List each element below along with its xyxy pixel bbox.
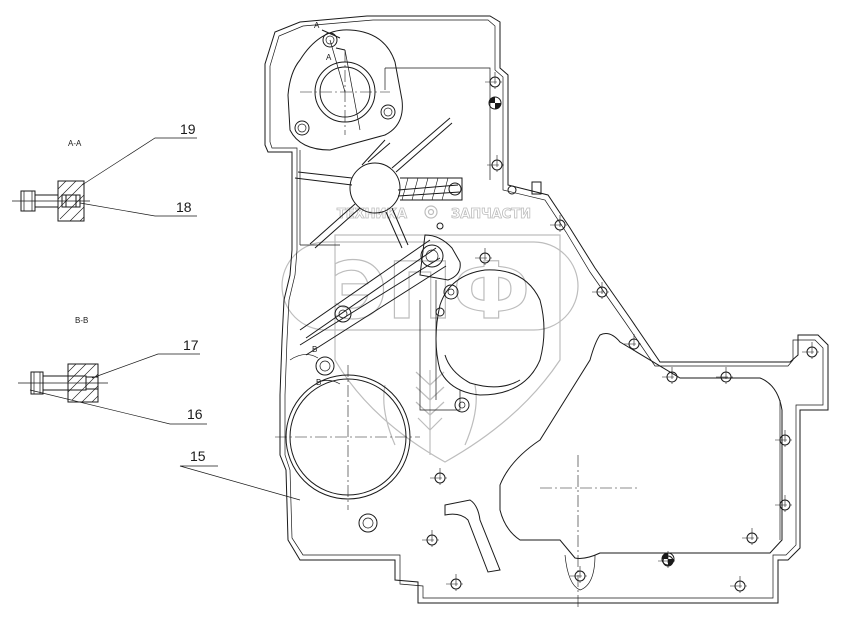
housing-outer-contour xyxy=(264,15,829,604)
svg-text:A: A xyxy=(314,21,320,30)
callouts: 19 18 17 16 15 xyxy=(176,121,206,464)
watermark-gear-icon xyxy=(424,205,438,219)
watermark-shield xyxy=(334,234,561,463)
leader-18 xyxy=(79,202,197,217)
callout-16: 16 xyxy=(187,406,203,422)
leader-15 xyxy=(179,465,301,501)
tensioner-assembly xyxy=(294,117,463,356)
section-aa: A-A xyxy=(12,139,90,222)
upper-flange-outline xyxy=(287,29,403,151)
svg-text:B: B xyxy=(312,345,317,354)
svg-text:B: B xyxy=(316,378,321,387)
section-bb: B-B xyxy=(18,316,108,403)
watermark-logo-text: ЭПФ xyxy=(330,247,530,337)
watermark-wheat-icon xyxy=(383,370,477,455)
section-bb-title: B-B xyxy=(75,316,88,325)
bolt-holes xyxy=(422,72,822,596)
watermark-left-word: ТЕХНИКА xyxy=(337,207,407,222)
callout-18: 18 xyxy=(176,199,192,215)
watermark-right-word: ЗАПЧАСТИ xyxy=(451,207,531,222)
callout-15: 15 xyxy=(190,448,206,464)
leader-19 xyxy=(81,137,197,186)
section-markers: A A B B xyxy=(312,21,346,387)
callout-19: 19 xyxy=(180,121,196,137)
leader-lines xyxy=(29,137,301,501)
leader-17 xyxy=(91,353,200,379)
svg-text:A: A xyxy=(326,53,332,62)
timing-gear-housing xyxy=(264,15,829,604)
watermark: ЭПФ ТЕХНИКА ЗАПЧАСТИ xyxy=(281,205,579,463)
callout-17: 17 xyxy=(183,337,199,353)
lower-seal-bore xyxy=(275,354,420,533)
leader-16 xyxy=(29,389,207,425)
gear-cavity xyxy=(419,269,545,413)
housing-inner-contour xyxy=(269,19,824,599)
upper-flange xyxy=(287,29,403,151)
section-aa-title: A-A xyxy=(68,139,82,148)
watermark-banner xyxy=(281,241,579,331)
oil-pump-cover xyxy=(444,333,783,610)
